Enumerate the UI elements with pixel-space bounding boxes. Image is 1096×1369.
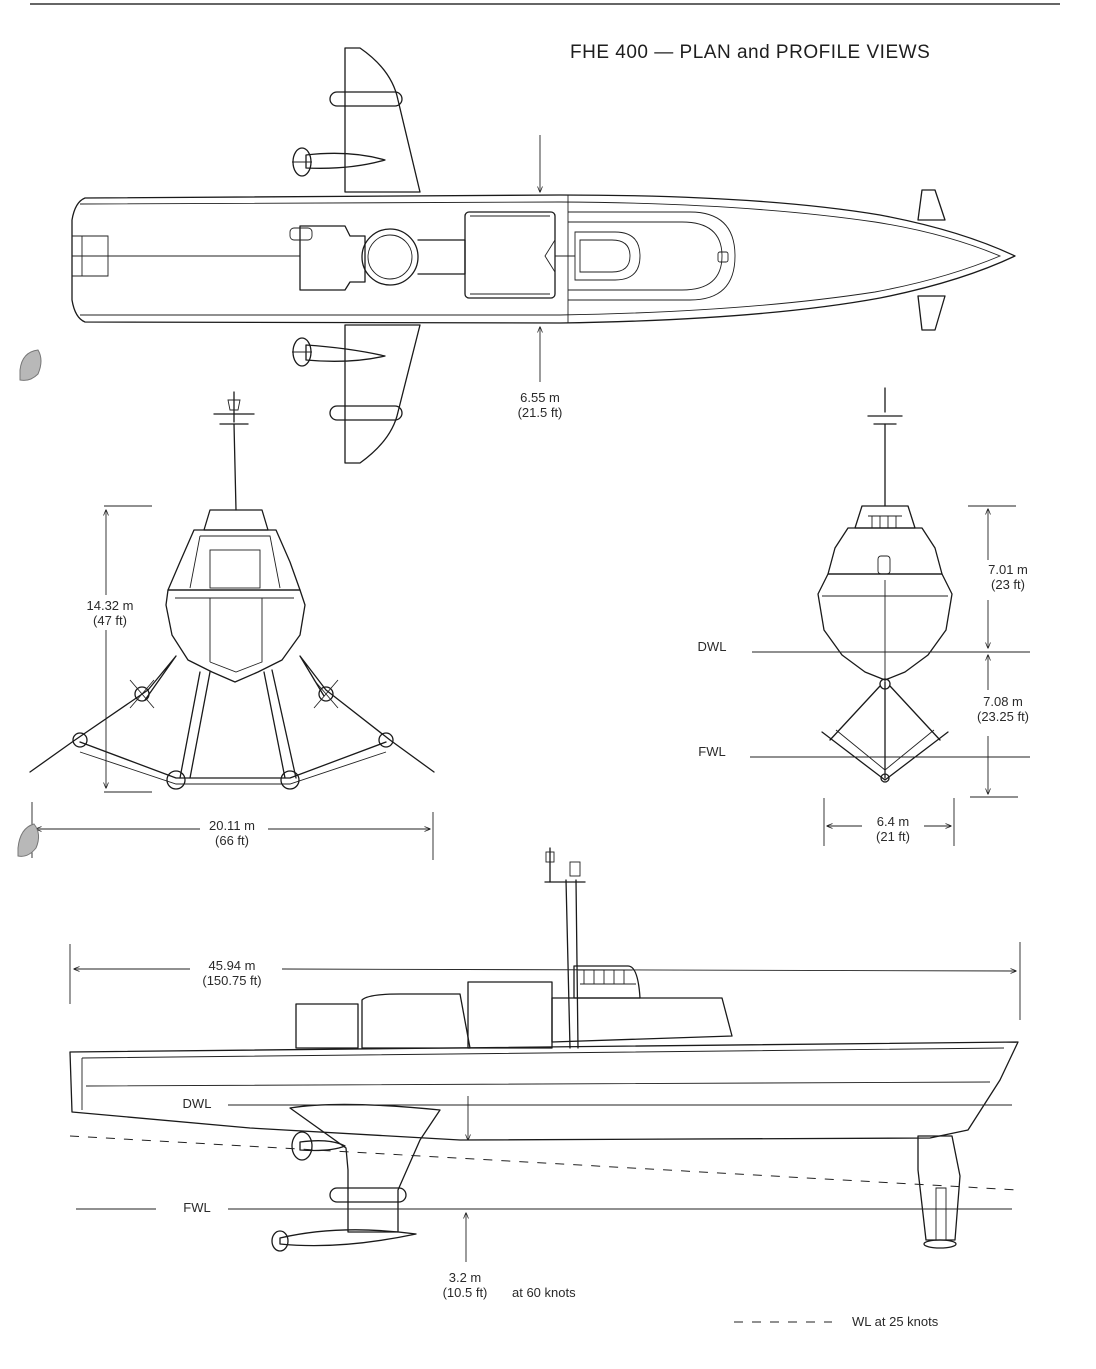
front-view-foilborne: 14.32 m (47 ft) 20.11 m (66 ft) (29, 391, 435, 860)
plan-bow-foil (917, 189, 946, 331)
profile-bow-foil (917, 1135, 961, 1249)
plan-aft-foil-starboard (292, 324, 421, 464)
dwl-label-profile: DWL (183, 1096, 212, 1111)
length-label: 45.94 m (209, 958, 256, 973)
height-ft-label: (47 ft) (93, 613, 127, 628)
plan-aft-foil-port (292, 47, 421, 193)
front-hull-right (817, 387, 953, 682)
height-label: 14.32 m (87, 598, 134, 613)
front-view-hullborne: DWL FWL 7.01 m (23 ft) 7.08 m (23.25 ft)… (698, 387, 1030, 846)
legend: WL at 25 knots (734, 1314, 939, 1329)
clearance-label: 3.2 m (449, 1270, 482, 1285)
beam-label: 6.55 m (520, 390, 560, 405)
length-ft-label: (150.75 ft) (202, 973, 261, 988)
lower-height-label: 7.08 m (983, 694, 1023, 709)
span-label: 20.11 m (209, 818, 255, 833)
length-arrow-right (281, 969, 1016, 971)
clearance-ft-label: (10.5 ft) (443, 1285, 488, 1300)
span-ft-label: (66 ft) (215, 833, 249, 848)
wl-25-knots-line (69, 1135, 1019, 1191)
front-foil-struts (29, 655, 435, 790)
fwl-label-profile: FWL (183, 1200, 210, 1215)
profile-hull (69, 847, 1019, 1141)
profile-view: DWL FWL 45.94 m (150.75 ft) 3.2 m (10.5 … (69, 847, 1021, 1300)
front-hull (165, 391, 306, 683)
lower-height-ft-label: (23.25 ft) (977, 709, 1029, 724)
width-label: 6.4 m (877, 814, 910, 829)
speed-note: at 60 knots (512, 1285, 576, 1300)
fwl-label-front: FWL (698, 744, 725, 759)
page-title: FHE 400 — PLAN and PROFILE VIEWS (570, 42, 930, 63)
front-foil-right (821, 678, 949, 783)
upper-height-ft-label: (23 ft) (991, 577, 1025, 592)
binder-holes (17, 349, 42, 857)
upper-height-label: 7.01 m (988, 562, 1028, 577)
plan-hull (71, 194, 1016, 324)
dwl-label-front: DWL (698, 639, 727, 654)
beam-ft-label: (21.5 ft) (518, 405, 563, 420)
plan-view: 6.55 m (21.5 ft) (71, 47, 1016, 464)
legend-label: WL at 25 knots (852, 1314, 939, 1329)
profile-aft-foil (271, 1103, 441, 1252)
width-ft-label: (21 ft) (876, 829, 910, 844)
